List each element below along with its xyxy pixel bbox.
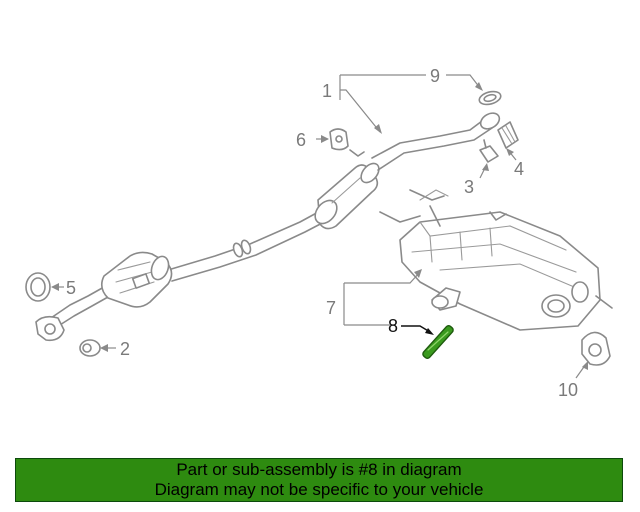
- callout-2: 2: [120, 339, 130, 359]
- part-info-banner: Part or sub-assembly is #8 in diagram Di…: [15, 458, 623, 502]
- callout-6: 6: [296, 130, 306, 150]
- front-flange: [35, 315, 65, 342]
- callout-1: 1: [322, 81, 332, 101]
- callout-3: 3: [464, 177, 474, 197]
- part-5-gasket: 5: [25, 272, 76, 302]
- exhaust-pipe-assembly: [47, 112, 501, 331]
- callout-7: 7: [326, 298, 336, 318]
- part-10-insulator: 10: [558, 331, 611, 400]
- part-6-hanger-rubber: 6: [296, 128, 349, 151]
- callout-1-group: 1: [322, 74, 426, 134]
- part-4-insulator: 4: [497, 121, 524, 179]
- part-8-hanger-rod: 8: [388, 316, 454, 360]
- callout-10: 10: [558, 380, 578, 400]
- muffler-assembly: [379, 189, 613, 331]
- exhaust-system-diagram: 2 5 6 1 9 4: [25, 66, 613, 400]
- callout-9: 9: [430, 66, 440, 86]
- callout-5: 5: [66, 278, 76, 298]
- part-9-gasket: 9: [430, 66, 502, 106]
- part-2-nut: 2: [79, 339, 130, 359]
- banner-line-1: Part or sub-assembly is #8 in diagram: [176, 460, 462, 479]
- part-3-bolt: 3: [464, 139, 499, 197]
- callout-7-group: 7: [326, 269, 422, 326]
- catalytic-converter: [100, 251, 173, 308]
- callout-8: 8: [388, 316, 398, 336]
- callout-4: 4: [514, 159, 524, 179]
- banner-line-2: Diagram may not be specific to your vehi…: [154, 480, 484, 499]
